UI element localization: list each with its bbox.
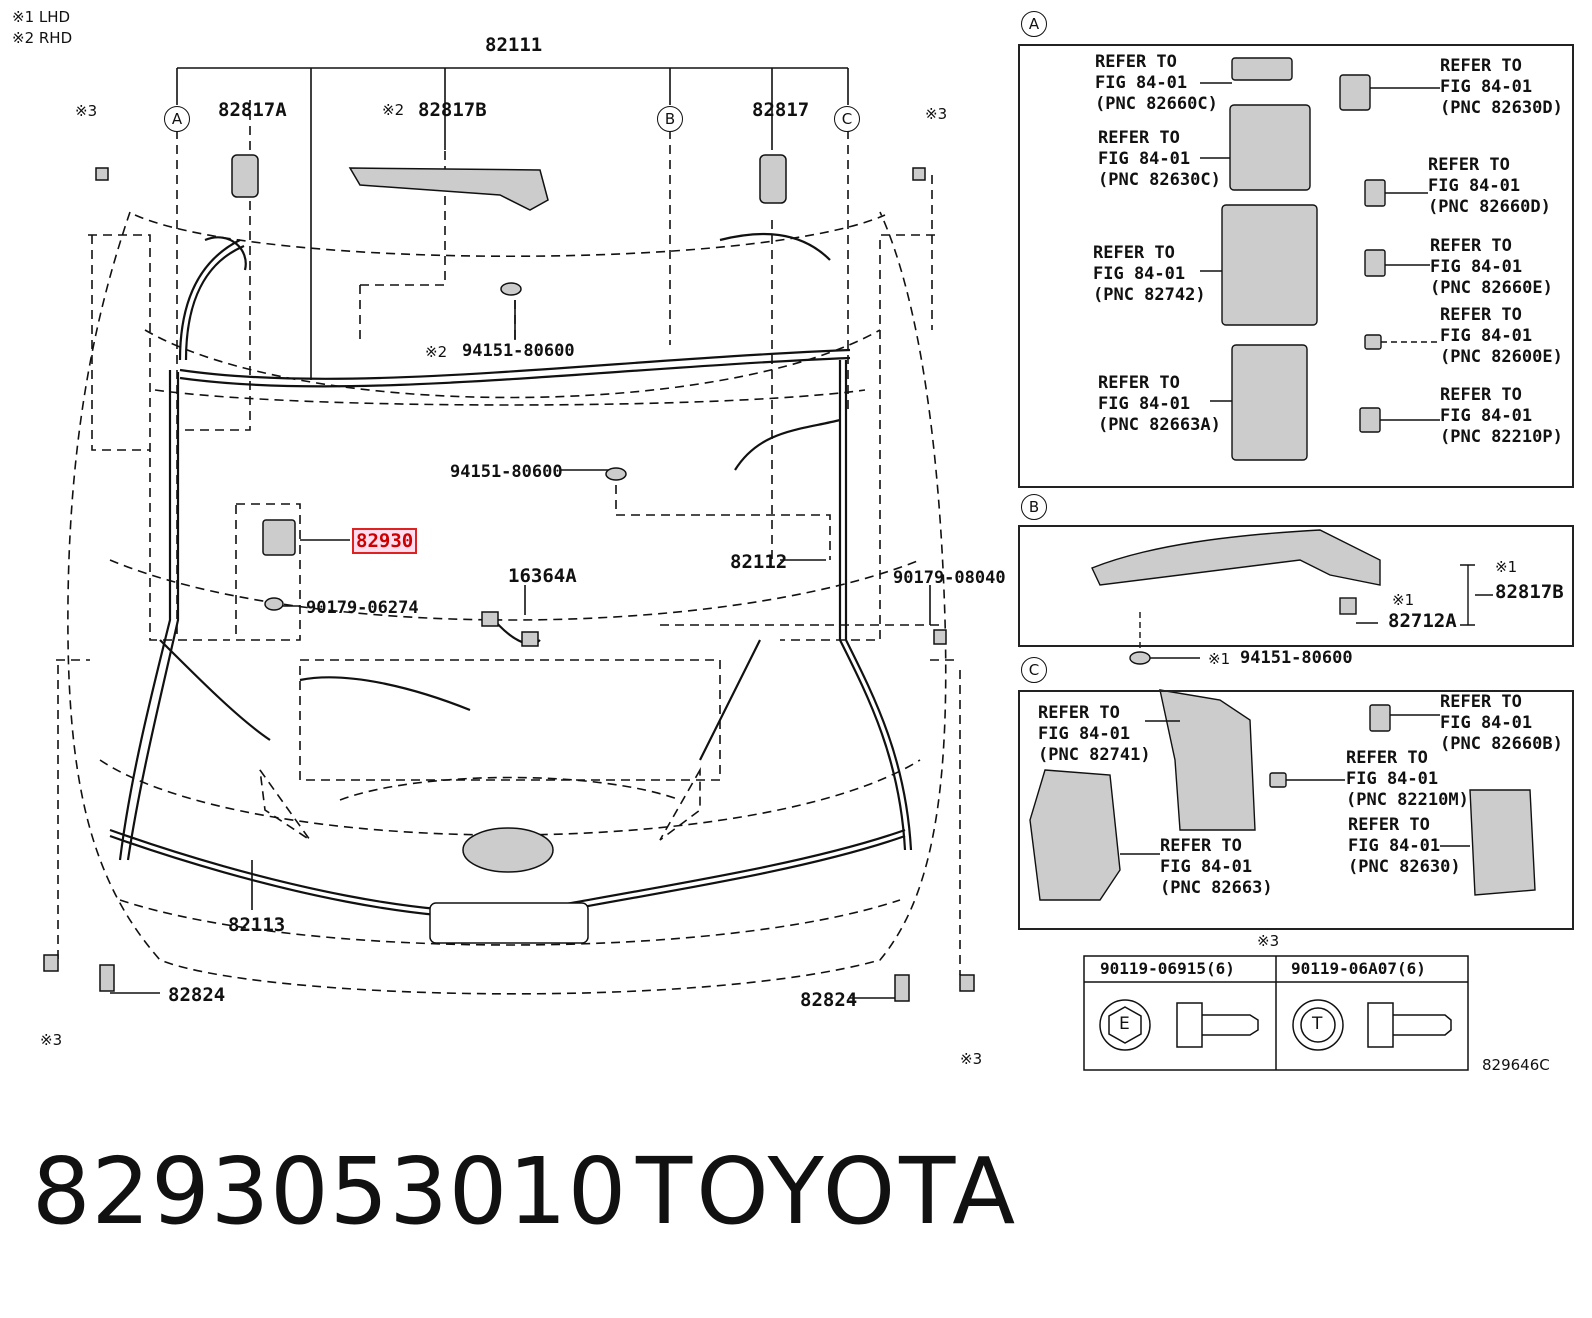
note-lhd: ※1 LHD: [12, 8, 71, 26]
note-marker-x3: ※3: [925, 105, 948, 123]
note-marker-x3: ※3: [40, 1031, 63, 1049]
bolt-table-col2[interactable]: 90119-06A07(6): [1291, 959, 1426, 978]
note-rhd: ※2 RHD: [12, 29, 73, 47]
panel-b-part-82817B[interactable]: 82817B: [1495, 581, 1564, 603]
part-82817[interactable]: 82817: [752, 99, 810, 121]
panel-a: [1018, 44, 1574, 488]
part-94151-80600-mid[interactable]: 94151-80600: [450, 462, 563, 482]
note-marker-x1: ※1: [1208, 650, 1231, 668]
note-marker-x2: ※2: [425, 343, 448, 361]
part-94151-80600-top[interactable]: 94151-80600: [462, 341, 575, 361]
highlight-box: 82930: [352, 528, 418, 554]
panel-b-part-94151-80600[interactable]: 94151-80600: [1240, 648, 1353, 668]
brand-title: TOYOTA: [636, 1138, 1020, 1245]
panel-c-ref-82663[interactable]: REFER TO FIG 84-01 (PNC 82663): [1160, 836, 1273, 898]
note-marker-x3: ※3: [75, 102, 98, 120]
part-90179-08040[interactable]: 90179-08040: [893, 568, 1006, 588]
note-marker-x3: ※3: [960, 1050, 983, 1068]
panel-b: [1018, 525, 1574, 647]
panel-b-part-82712A[interactable]: 82712A: [1388, 610, 1457, 632]
part-82930-highlighted[interactable]: 82930: [352, 528, 418, 554]
part-82111[interactable]: 82111: [485, 34, 543, 56]
marker-c[interactable]: C: [834, 106, 860, 132]
part-82817A[interactable]: 82817A: [218, 99, 287, 121]
panel-a-ref-82663A[interactable]: REFER TO FIG 84-01 (PNC 82663A): [1098, 373, 1221, 435]
part-82817B[interactable]: 82817B: [418, 99, 487, 121]
part-82113[interactable]: 82113: [228, 914, 286, 936]
part-82112[interactable]: 82112: [730, 551, 788, 573]
note-marker-x1: ※1: [1392, 591, 1415, 609]
panel-c-ref-82210M[interactable]: REFER TO FIG 84-01 (PNC 82210M): [1346, 748, 1469, 810]
panel-a-ref-82210P[interactable]: REFER TO FIG 84-01 (PNC 82210P): [1440, 385, 1563, 447]
panel-a-ref-82742[interactable]: REFER TO FIG 84-01 (PNC 82742): [1093, 243, 1206, 305]
part-number-title: 8293053010: [32, 1138, 628, 1245]
note-marker-x3: ※3: [1257, 932, 1280, 950]
panel-a-ref-82600E[interactable]: REFER TO FIG 84-01 (PNC 82600E): [1440, 305, 1563, 367]
note-marker-x2: ※2: [382, 101, 405, 119]
note-marker-x1: ※1: [1495, 558, 1518, 576]
bolt-table-col1[interactable]: 90119-06915(6): [1100, 959, 1235, 978]
bolt-e-mark: E: [1119, 1014, 1130, 1034]
part-90179-06274[interactable]: 90179-06274: [306, 598, 419, 618]
panel-c-marker: C: [1021, 657, 1047, 683]
part-82824-right[interactable]: 82824: [800, 989, 858, 1011]
panel-c-ref-82630[interactable]: REFER TO FIG 84-01 (PNC 82630): [1348, 815, 1461, 877]
marker-b[interactable]: B: [657, 106, 683, 132]
panel-a-marker: A: [1021, 11, 1047, 37]
part-82824-left[interactable]: 82824: [168, 984, 226, 1006]
panel-c-ref-82660B[interactable]: REFER TO FIG 84-01 (PNC 82660B): [1440, 692, 1563, 754]
panel-a-ref-82630D[interactable]: REFER TO FIG 84-01 (PNC 82630D): [1440, 56, 1563, 118]
part-16364A[interactable]: 16364A: [508, 565, 577, 587]
panel-b-marker: B: [1021, 494, 1047, 520]
bolt-t-mark: T: [1312, 1014, 1323, 1034]
panel-a-ref-82630C[interactable]: REFER TO FIG 84-01 (PNC 82630C): [1098, 128, 1221, 190]
panel-a-ref-82660E[interactable]: REFER TO FIG 84-01 (PNC 82660E): [1430, 236, 1553, 298]
marker-a[interactable]: A: [164, 106, 190, 132]
figure-code: 829646C: [1482, 1056, 1550, 1074]
panel-a-ref-82660D[interactable]: REFER TO FIG 84-01 (PNC 82660D): [1428, 155, 1551, 217]
panel-c-ref-82741[interactable]: REFER TO FIG 84-01 (PNC 82741): [1038, 703, 1151, 765]
panel-a-ref-82660C[interactable]: REFER TO FIG 84-01 (PNC 82660C): [1095, 52, 1218, 114]
panel-c: [1018, 690, 1574, 930]
